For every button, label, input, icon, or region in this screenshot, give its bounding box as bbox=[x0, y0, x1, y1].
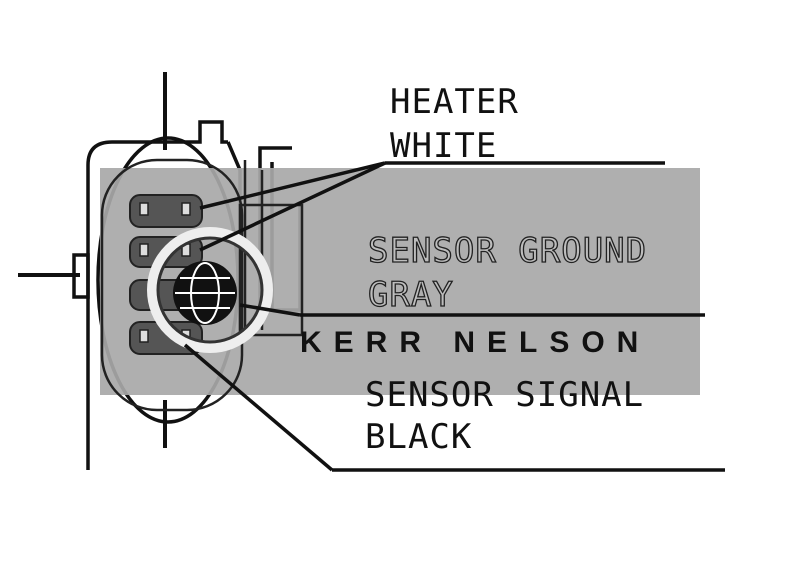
ground-color-label: GRAY bbox=[368, 275, 454, 315]
signal-color-label: BLACK bbox=[365, 417, 472, 457]
logo-globe-icon bbox=[147, 227, 273, 353]
ground-label: SENSOR GROUND bbox=[368, 231, 647, 271]
heater-color-label: WHITE bbox=[390, 126, 497, 166]
signal-label: SENSOR SIGNAL bbox=[365, 375, 644, 415]
watermark: KERR NELSON bbox=[300, 326, 650, 359]
leader-lines bbox=[183, 161, 725, 472]
heater-label: HEATER bbox=[390, 82, 519, 122]
